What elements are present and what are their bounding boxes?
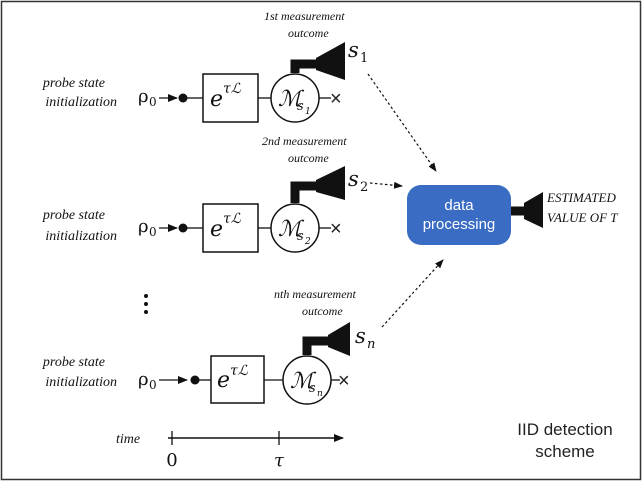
evolution-gate: [202, 203, 259, 253]
tick-zero-label: 0: [166, 450, 177, 471]
svg-text:τℒ: τℒ: [223, 211, 242, 227]
tick-tau-label: τ: [274, 450, 285, 471]
evolution-operator: e τℒ: [210, 81, 242, 112]
outcome-label-line2: outcome: [288, 26, 329, 40]
svg-text:s: s: [297, 229, 304, 244]
data-processing-box: [407, 185, 511, 245]
measurement-operator: ℳ s n: [290, 369, 323, 399]
initial-state-symbol: ρ 0: [138, 86, 157, 109]
svg-text:0: 0: [149, 95, 157, 109]
svg-text:τℒ: τℒ: [230, 363, 249, 379]
svg-text:0: 0: [149, 225, 157, 239]
outcome-symbol: s 1: [348, 38, 368, 66]
initial-state-symbol: ρ 0: [138, 369, 157, 392]
init-label-line1: probe state: [42, 355, 105, 370]
discard-mark: ×: [330, 88, 342, 110]
svg-text:ℳ: ℳ: [290, 369, 317, 394]
discard-mark: ×: [330, 218, 342, 240]
outcome-n-to-processing-arrow: [381, 259, 444, 328]
outcome-label-line1: nth measurement: [274, 287, 357, 301]
measurement-row-n: probe state initialization ρ 0 e τℒ ℳ s …: [42, 287, 375, 405]
init-label-line2: initialization: [45, 95, 117, 110]
svg-text:2: 2: [360, 180, 368, 195]
svg-text:1: 1: [360, 51, 368, 66]
time-axis: time 0 τ: [116, 431, 344, 471]
outcome-label-line2: outcome: [288, 151, 329, 165]
data-processing-block: data processing: [407, 185, 511, 245]
svg-text:1: 1: [305, 107, 311, 117]
svg-text:2: 2: [304, 237, 311, 247]
outcome-symbol: s 2: [348, 167, 368, 195]
evolution-operator: e τℒ: [217, 363, 249, 393]
svg-text:s: s: [348, 38, 359, 62]
preparation-dot: [178, 93, 188, 103]
measurement-row-2: probe state initialization ρ 0 e τℒ ℳ s …: [42, 134, 368, 253]
estimated-value-label-line1: ESTIMATED: [546, 190, 616, 205]
svg-text:ρ: ρ: [138, 369, 149, 390]
init-label-line2: initialization: [45, 375, 117, 390]
measurement-operator: ℳ s 1: [278, 87, 311, 117]
discard-mark: ×: [338, 370, 350, 392]
estimated-value-label-line2: VALUE OF T: [547, 210, 618, 225]
svg-text:ℳ: ℳ: [278, 87, 305, 112]
outcome-label-line1: 1st measurement: [264, 9, 345, 23]
outcome-2-to-processing-arrow: [369, 181, 403, 189]
svg-text:s: s: [355, 324, 366, 348]
measurement-output-connector: [290, 42, 345, 80]
outcome-label-line2: outcome: [302, 304, 343, 318]
svg-text:e: e: [210, 87, 223, 112]
initial-state-symbol: ρ 0: [138, 216, 157, 239]
evolution-operator: e τℒ: [210, 211, 242, 242]
measurement-operator: ℳ s 2: [278, 217, 311, 247]
scheme-caption-line1: IID detection: [517, 420, 612, 439]
init-label-line1: probe state: [42, 76, 105, 91]
measurement-row-1: probe state initialization ρ 0 e τℒ ℳ s …: [42, 9, 368, 123]
preparation-dot: [190, 375, 200, 385]
svg-text:s: s: [348, 167, 359, 191]
svg-text:ρ: ρ: [138, 216, 149, 237]
data-processing-label-line2: processing: [423, 216, 496, 233]
outcome-symbol: s n: [355, 324, 375, 352]
outcome-label-line1: 2nd measurement: [262, 134, 347, 148]
evolution-gate: [202, 73, 259, 123]
vertical-ellipsis: [144, 294, 148, 314]
measurement-output-connector: [302, 322, 350, 356]
svg-text:τℒ: τℒ: [223, 81, 242, 97]
svg-text:s: s: [309, 381, 316, 396]
svg-text:e: e: [217, 368, 230, 393]
scheme-caption-line2: scheme: [535, 442, 595, 461]
init-label-line1: probe state: [42, 208, 105, 223]
data-processing-label-line1: data: [444, 197, 474, 214]
preparation-dot: [178, 223, 188, 233]
svg-text:s: s: [297, 99, 304, 114]
svg-text:e: e: [210, 217, 223, 242]
svg-text:n: n: [367, 337, 375, 352]
svg-text:n: n: [317, 389, 323, 399]
svg-text:ℳ: ℳ: [278, 217, 305, 242]
measurement-output-connector: [290, 166, 345, 203]
svg-text:0: 0: [149, 378, 157, 392]
svg-text:ρ: ρ: [138, 86, 149, 107]
init-label-line2: initialization: [45, 229, 117, 244]
time-label: time: [116, 432, 140, 447]
estimate-output-connector: [511, 192, 543, 228]
